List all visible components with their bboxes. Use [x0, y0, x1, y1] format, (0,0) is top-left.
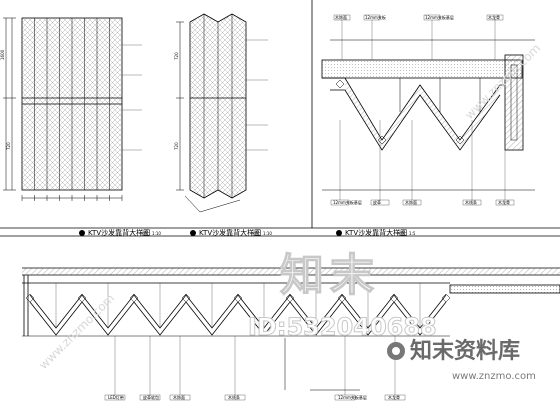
dim-label: 720 — [174, 52, 179, 60]
watermark-brand-text: 知末资料库 — [410, 338, 520, 364]
dim-label: 1600 — [0, 49, 5, 60]
panel-section-detail — [321, 14, 535, 206]
dim-label: 720 — [6, 142, 11, 150]
callout-label: 木饰面 — [405, 199, 417, 205]
dim-label: 720 — [174, 142, 179, 150]
title-panel-front-elevation: KTV沙发靠背大样图 — [88, 228, 150, 237]
watermark-url-text: www.znzmo.com — [452, 371, 536, 382]
scale-panel-folded-view: 比例：1:10 — [251, 230, 272, 236]
scale-panel-front-elevation: 比例：1:10 — [140, 230, 161, 236]
callout-label: 12mm夹板 — [365, 14, 386, 20]
watermark-side-text: www.znzmo.com — [462, 41, 543, 122]
callout-label: 木龙骨 — [498, 199, 510, 205]
callout-label: 木龙骨 — [488, 14, 500, 20]
drawing-titles: KTV沙发靠背大样图 比例：1:10 KTV沙发靠背大样图 比例：1:10 KT… — [79, 228, 416, 237]
title-panel-section-detail: KTV沙发靠背大样图 — [345, 228, 407, 237]
callout-label: 木饰面 — [335, 14, 347, 20]
callout-label: 木线条 — [228, 394, 240, 400]
callout-label: 皮革 — [373, 199, 381, 205]
callout-label: 12mm夹板基层 — [338, 394, 367, 400]
scale-panel-section-detail: 比例：1:5 — [397, 230, 416, 236]
callout-label: 木龙骨 — [388, 394, 400, 400]
watermark-brand-icon — [387, 342, 405, 360]
panel-front-elevation: 1600 720 — [0, 17, 142, 201]
title-panel-folded-view: KTV沙发靠背大样图 — [199, 228, 261, 237]
watermark-id-text: ID:532040688 — [248, 313, 437, 341]
callout-label: 皮革软包 — [143, 394, 159, 400]
callout-label: 木饰面 — [173, 394, 185, 400]
callout-label: 木线条 — [465, 199, 477, 205]
panel-folded-view: 720 720 — [174, 13, 268, 213]
callout-label: 12mm夹板基层 — [333, 199, 362, 205]
callout-label: LED灯带 — [108, 394, 124, 400]
callout-label: 12mm夹板基层 — [425, 14, 454, 20]
watermark-logo-text: 知末 — [280, 250, 380, 301]
panel-long-section — [22, 267, 560, 401]
